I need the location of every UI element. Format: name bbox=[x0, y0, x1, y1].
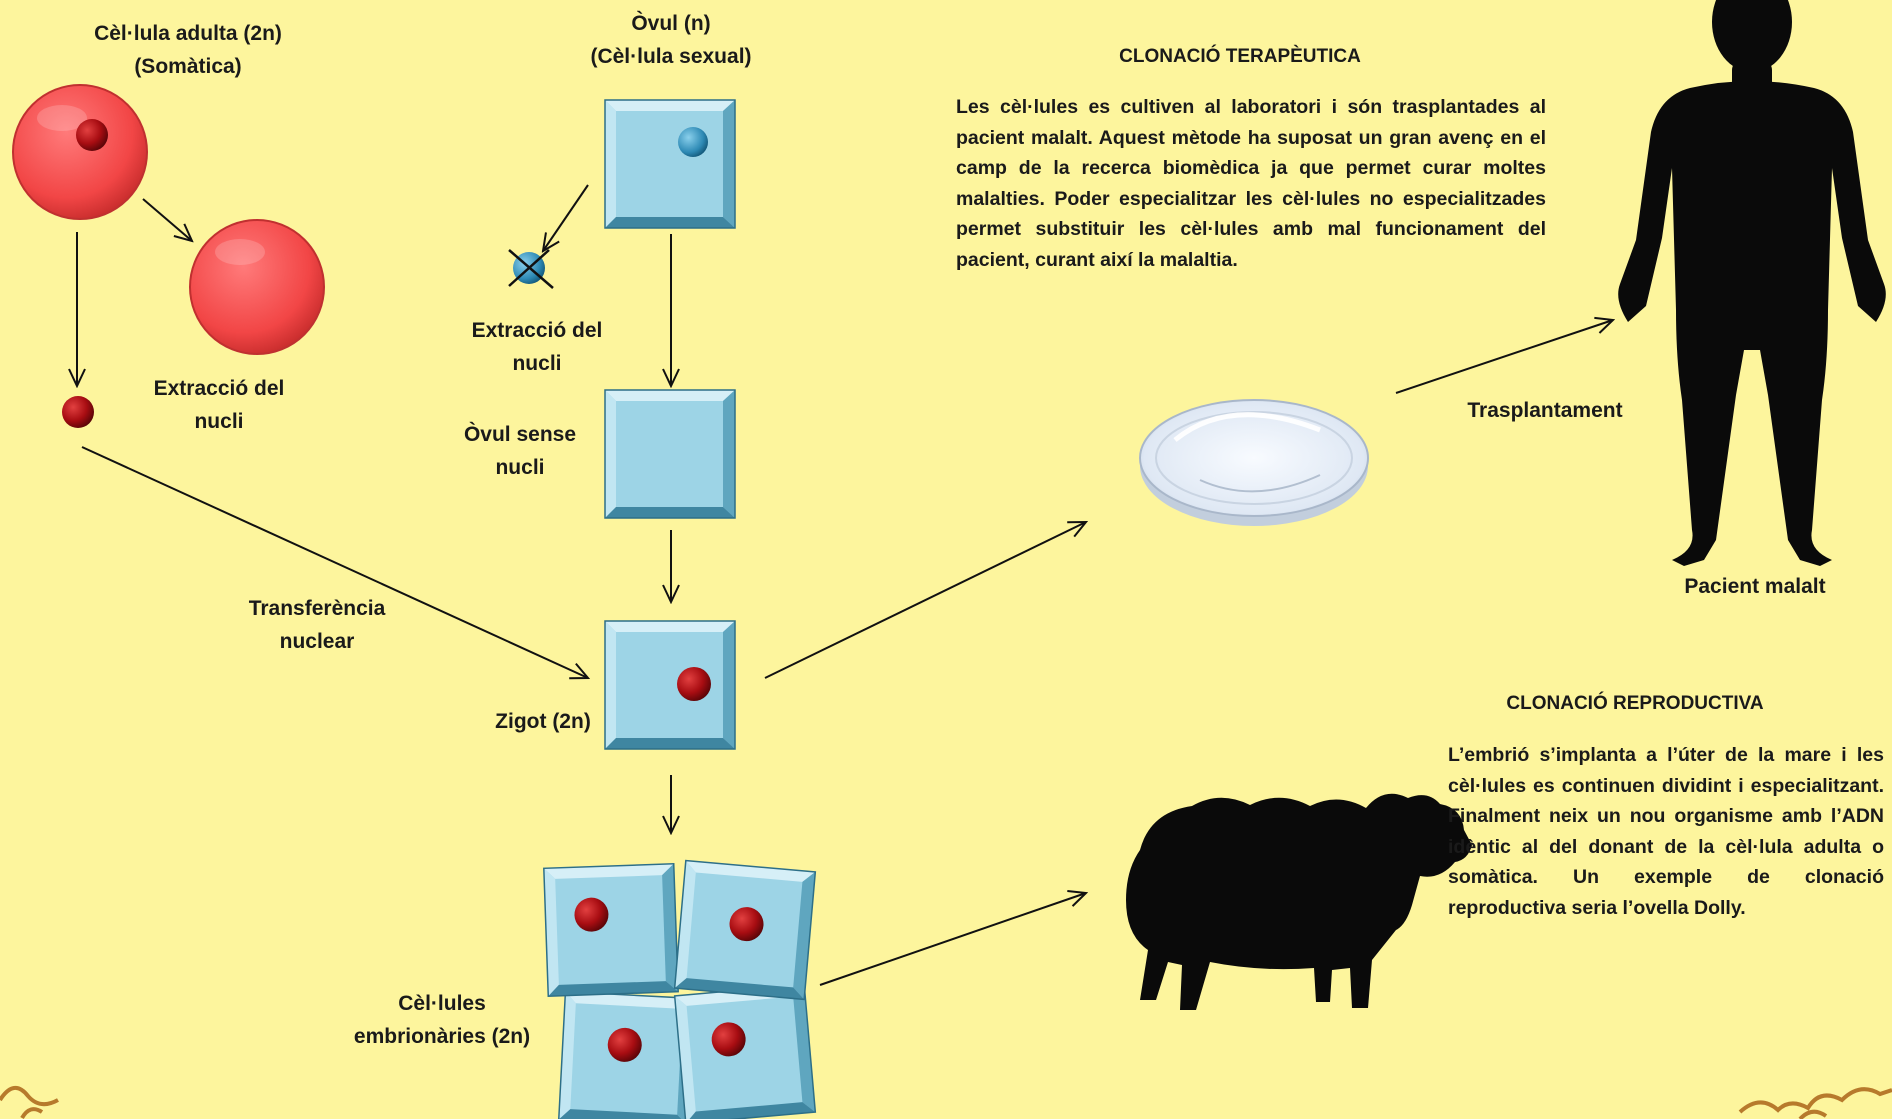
zygote-cell bbox=[605, 621, 735, 749]
adult-cell-label: Cèl·lula adulta (2n) (Somàtica) bbox=[48, 17, 328, 83]
corner-ornament-left-icon bbox=[0, 1088, 58, 1118]
petri-dish bbox=[1140, 400, 1368, 526]
arrow-adult-to-extracted bbox=[143, 199, 192, 241]
patient-label: Pacient malalt bbox=[1660, 570, 1850, 603]
egg-cell bbox=[605, 100, 735, 228]
patient-silhouette-icon bbox=[1618, 0, 1886, 566]
enucleated-egg-label: Òvul sense nucli bbox=[430, 418, 610, 484]
zygote-label: Zigot (2n) bbox=[468, 705, 618, 738]
egg-cell-label: Òvul (n) (Cèl·lula sexual) bbox=[536, 7, 806, 73]
embryonic-cells-label: Cèl·lules embrionàries (2n) bbox=[327, 987, 557, 1053]
adult-cell bbox=[13, 85, 147, 219]
sheep-silhouette-icon bbox=[1126, 794, 1472, 1010]
arrow-egg-to-removed-nucleus bbox=[543, 185, 588, 251]
reproductive-cloning-title: CLONACIÓ REPRODUCTIVA bbox=[1450, 693, 1820, 715]
arrow-dish-to-patient bbox=[1396, 320, 1613, 393]
extracted-adult-nucleus bbox=[62, 396, 94, 428]
enucleated-egg bbox=[605, 390, 735, 518]
egg-nucleus bbox=[678, 127, 708, 157]
reproductive-cloning-text: L’embrió s’implanta a l’úter de la mare … bbox=[1448, 740, 1884, 923]
adult-cell-nucleus bbox=[76, 119, 108, 151]
zygote-nucleus bbox=[677, 667, 711, 701]
arrow-embryonic-to-sheep bbox=[820, 893, 1086, 985]
therapeutic-cloning-text: Les cèl·lules es cultiven al laboratori … bbox=[956, 92, 1546, 275]
adult-cell-without-nucleus bbox=[190, 220, 324, 354]
nuclear-transfer-label: Transferència nuclear bbox=[212, 592, 422, 658]
embryonic-cells bbox=[544, 861, 816, 1119]
removed-egg-nucleus bbox=[509, 250, 553, 288]
transplant-label: Trasplantament bbox=[1440, 394, 1650, 427]
arrow-zygote-to-dish bbox=[765, 522, 1086, 678]
egg-nucleus-extraction-label: Extracció del nucli bbox=[437, 314, 637, 380]
corner-ornament-right-icon bbox=[1740, 1089, 1892, 1119]
therapeutic-cloning-title: CLONACIÓ TERAPÈUTICA bbox=[1040, 46, 1440, 68]
adult-nucleus-extraction-label: Extracció del nucli bbox=[119, 372, 319, 438]
